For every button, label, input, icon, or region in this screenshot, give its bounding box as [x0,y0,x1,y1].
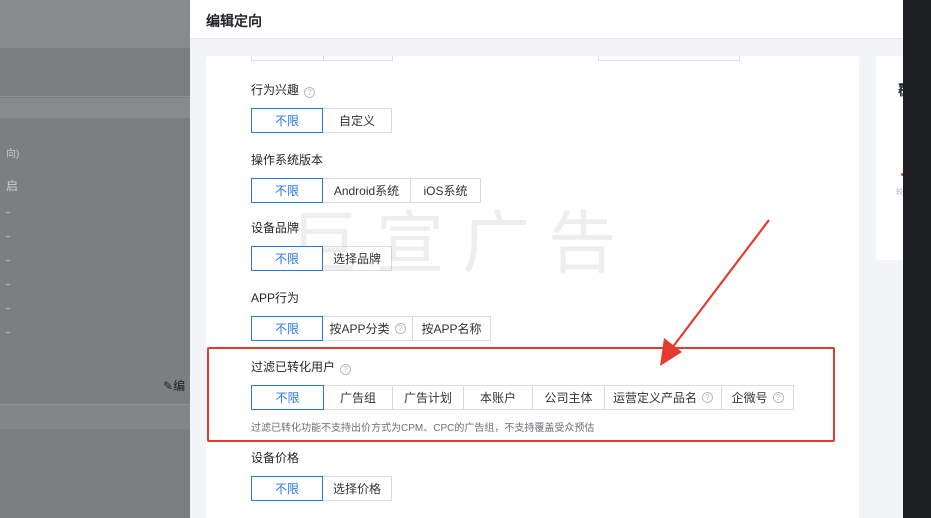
filter-option-product-name[interactable]: 运营定义产品名? [604,385,722,410]
scrolled-option-stub [251,56,324,61]
background-header-band [0,0,190,48]
os-option-ios[interactable]: iOS系统 [410,178,481,203]
background-dash [6,212,10,213]
price-option-unlimited[interactable]: 不限 [251,476,323,501]
interest-section: 行为兴趣? 不限 自定义 [251,82,392,133]
app-option-by-name[interactable]: 按APP名称 [412,316,491,341]
os-options: 不限 Android系统 iOS系统 [251,178,481,203]
app-behavior-options: 不限 按APP分类? 按APP名称 [251,316,491,341]
interest-options: 不限 自定义 [251,108,392,133]
interest-label: 行为兴趣? [251,82,392,98]
help-icon[interactable]: ? [772,392,784,403]
filter-option-ad-plan[interactable]: 广告计划 [392,385,464,410]
brand-label: 设备品牌 [251,221,300,235]
help-icon[interactable]: ? [304,87,316,98]
background-dash [6,284,10,285]
coverage-card: 覆 较 [876,56,903,260]
filter-option-ad-group[interactable]: 广告组 [323,385,393,410]
filter-option-unlimited[interactable]: 不限 [251,385,324,410]
coverage-card-title: 覆 [898,80,903,100]
background-row-band [0,98,190,118]
os-label: 操作系统版本 [251,153,324,167]
app-option-unlimited[interactable]: 不限 [251,316,323,341]
background-dash [6,236,10,237]
filter-converted-note: 过滤已转化功能不支持出价方式为CPM、CPC的广告组，不支持覆盖受众预估 [251,423,595,434]
background-edit-link: ✎编 [163,379,186,393]
app-option-by-category[interactable]: 按APP分类? [322,316,413,341]
coverage-indicator-dot [901,173,903,176]
device-price-label: 设备价格 [251,451,300,465]
brand-section: 设备品牌 不限 选择品牌 [251,220,392,271]
brand-options: 不限 选择品牌 [251,246,392,271]
device-price-options: 不限 选择价格 [251,476,392,501]
filter-converted-section: 过滤已转化用户? 不限 广告组 广告计划 本账户 公司主体 运营定义产品名? 企… [251,359,794,434]
watermark: 巨宣广告 [290,205,635,284]
background-dash [6,260,10,261]
background-dash [6,332,10,333]
background-row-band [0,405,190,429]
help-icon[interactable]: ? [340,364,352,375]
filter-option-company[interactable]: 公司主体 [532,385,605,410]
price-option-select[interactable]: 选择价格 [322,476,392,501]
help-icon[interactable]: ? [702,392,713,403]
background-label: 向) [6,149,20,160]
app-behavior-section: APP行为 不限 按APP分类? 按APP名称 [251,290,491,341]
background-divider [0,96,190,97]
brand-option-select[interactable]: 选择品牌 [322,246,392,271]
right-dark-strip [903,0,931,518]
device-price-section: 设备价格 不限 选择价格 [251,450,392,501]
scrolled-option-stub [598,56,740,61]
brand-option-unlimited[interactable]: 不限 [251,246,323,271]
help-icon[interactable]: ? [394,323,406,334]
drawer-title: 编辑定向 [206,13,262,29]
background-dash [6,308,10,309]
coverage-card-text: 较 [896,189,903,196]
targeting-panel: 行为兴趣? 不限 自定义 操作系统版本 不限 Android系统 iOS系统 设… [206,56,859,518]
os-section: 操作系统版本 不限 Android系统 iOS系统 [251,152,481,203]
filter-converted-options: 不限 广告组 广告计划 本账户 公司主体 运营定义产品名? 企微号? [251,385,794,410]
drawer-header: 编辑定向 [190,0,903,39]
filter-option-wecom[interactable]: 企微号? [721,385,794,410]
os-option-unlimited[interactable]: 不限 [251,178,323,203]
filter-option-account[interactable]: 本账户 [463,385,533,410]
filter-converted-label: 过滤已转化用户? [251,359,794,375]
interest-option-unlimited[interactable]: 不限 [251,108,323,133]
interest-option-custom[interactable]: 自定义 [322,108,392,133]
scrolled-option-stub [323,56,393,61]
edit-icon: ✎ [163,379,174,393]
background-label: 启 [6,179,19,193]
background-divider [0,404,190,405]
app-behavior-label: APP行为 [251,291,300,305]
background-page: 向) 启 ✎编 [0,0,190,518]
